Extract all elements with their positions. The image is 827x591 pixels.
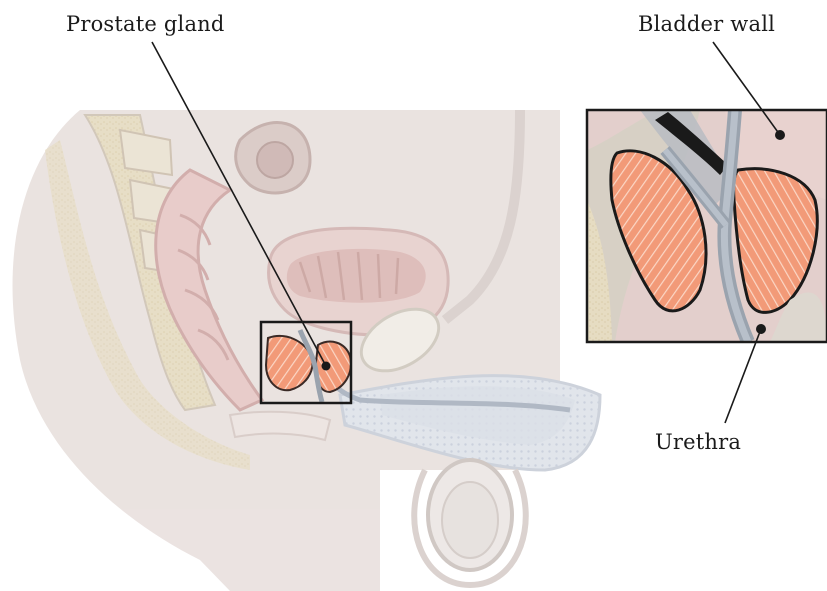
label-bladder-wall: Bladder wall xyxy=(638,12,775,36)
bladder-lumen xyxy=(287,249,426,303)
label-prostate-gland: Prostate gland xyxy=(66,12,225,36)
label-urethra: Urethra xyxy=(655,430,741,454)
inset-view xyxy=(587,110,827,342)
